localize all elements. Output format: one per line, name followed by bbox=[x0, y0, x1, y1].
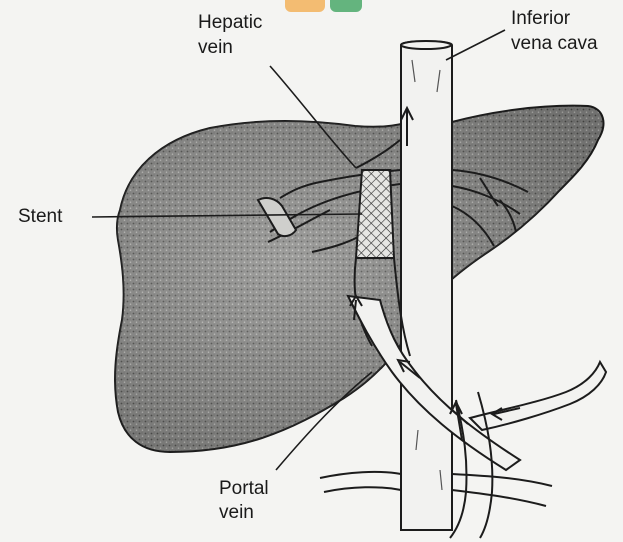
splenic-vein bbox=[470, 362, 606, 430]
stent-label: Stent bbox=[18, 206, 62, 228]
ivc-leader bbox=[446, 30, 505, 60]
ivc-label-line1: Inferior bbox=[511, 8, 570, 30]
inferior-vena-cava bbox=[401, 41, 452, 530]
portal-vein-label-line1: Portal bbox=[219, 478, 269, 500]
ivc-label-line2: vena cava bbox=[511, 33, 598, 55]
portal-vein-label-line2: vein bbox=[219, 502, 254, 524]
hepatic-vein-label-line1: Hepatic bbox=[198, 12, 262, 34]
hepatic-vein-label-line2: vein bbox=[198, 37, 233, 59]
